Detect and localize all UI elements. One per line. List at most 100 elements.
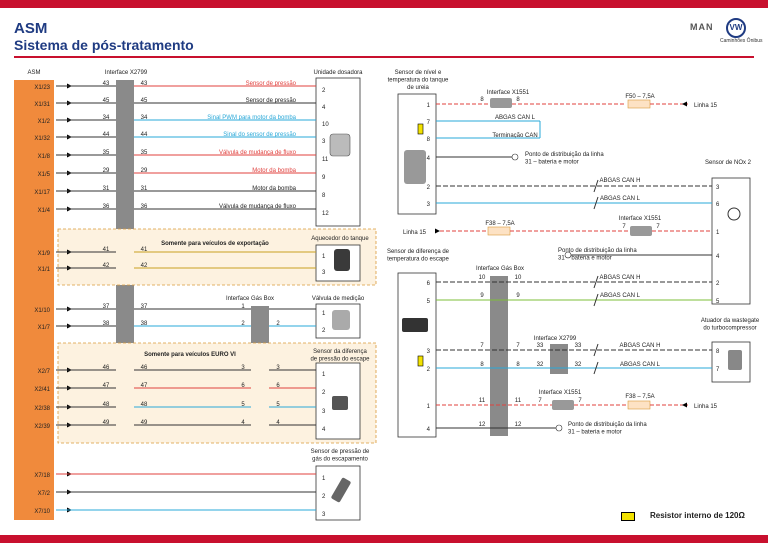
wire-number: 11: [515, 398, 522, 404]
wire-number: 34: [141, 115, 148, 121]
wire-number: 7: [516, 343, 520, 349]
exhaust-pressure-sensor-icon: [331, 477, 351, 503]
terminal-number: 3: [322, 512, 326, 518]
urea-sensor-icon: [404, 150, 426, 184]
wire-number: 41: [103, 247, 110, 253]
fuse-f38-label: F38 – 7,5A: [625, 394, 654, 400]
terminal-number: 1: [322, 254, 326, 260]
wire-number: 12: [515, 422, 522, 428]
metering-valve-icon: [332, 310, 350, 330]
wire-number: 8: [516, 97, 520, 103]
wire: [593, 293, 599, 307]
wire-number: 6: [276, 383, 280, 389]
terminal-number: 2: [322, 494, 326, 500]
can-label: ABGAS CAN L: [620, 362, 661, 368]
line15-label: Linha 15: [694, 103, 718, 109]
terminal-number: 2: [427, 185, 431, 191]
top-accent-bar: [0, 0, 768, 8]
wire-number: 11: [479, 398, 486, 404]
urea-sensor-label: de ureia: [407, 85, 429, 91]
pin-label: X7/18: [34, 473, 50, 479]
interface-x1551-connector: [490, 98, 512, 108]
pin-label: X2/7: [38, 369, 51, 375]
wire-number: 31: [141, 186, 148, 192]
pin-label: X1/1: [38, 267, 51, 273]
signal-label: Válvula de mudança de fluxo: [219, 204, 297, 210]
gasbox-interface-label: Interface Gás Box: [226, 296, 274, 302]
interface-x2799-label: Interface X2799: [534, 336, 577, 342]
terminal-number: 5: [427, 299, 431, 305]
pin-label: X7/10: [34, 509, 50, 515]
wire-number: 45: [141, 98, 148, 104]
wire-number: 48: [141, 402, 148, 408]
wire-number: 29: [141, 168, 148, 174]
wire-number: 1: [241, 304, 245, 310]
wire-number: 3: [276, 365, 280, 371]
interface-x1551-connector: [630, 226, 652, 236]
wire-number: 44: [141, 132, 148, 138]
wire-number: 45: [103, 98, 110, 104]
diff-pressure-sensor-label: de pressão do escape: [310, 357, 370, 363]
wire-number: 34: [103, 115, 110, 121]
wire-number: 9: [516, 293, 520, 299]
wire-number: 46: [141, 365, 148, 371]
pin-label: X1/5: [38, 172, 51, 178]
ground-point-icon: [511, 153, 519, 161]
interface-gasbox-label: Interface Gás Box: [476, 266, 524, 272]
resistor-legend-icon: [621, 512, 635, 521]
wastegate-actuator-label: do turbocompressor: [703, 326, 756, 332]
fuse-icon: [627, 400, 651, 410]
ground-point-label: 31 – bateria e motor: [568, 430, 622, 436]
fuse-icon: [627, 99, 651, 109]
terminal-number: 2: [322, 390, 326, 396]
terminal-number: 8: [716, 349, 720, 355]
terminal-number: 2: [427, 367, 431, 373]
terminal-number: 3: [427, 202, 431, 208]
brand-logo: MAN: [690, 22, 714, 32]
wire: [593, 179, 599, 193]
terminal-number: 8: [427, 137, 431, 143]
ground-point-label: Ponto de distribuição da linha: [525, 152, 604, 158]
interface-x2799-connector: [550, 344, 568, 374]
wire-number: 8: [480, 97, 484, 103]
wire-number: 3: [241, 365, 245, 371]
wire-number: 8: [516, 362, 520, 368]
ground-point-label: Ponto de distribuição da linha: [568, 422, 647, 428]
terminal-number: 3: [322, 409, 326, 415]
pin-label: X2/41: [34, 387, 50, 393]
wire: [593, 343, 599, 357]
interface-x2799-label: Interface X2799: [105, 70, 148, 76]
wire-number: 43: [103, 81, 110, 87]
wire-number: 10: [479, 275, 486, 281]
wire-number: 4: [241, 420, 245, 426]
wire-number: 8: [480, 362, 484, 368]
terminal-number: 12: [322, 211, 329, 217]
wire-number: 2: [241, 321, 245, 327]
wire-number: 5: [276, 402, 280, 408]
terminal-number: 1: [322, 311, 326, 317]
wire-number: 43: [141, 81, 148, 87]
asm-label: ASM: [27, 70, 40, 76]
signal-label: Sensor de pressão: [246, 98, 297, 104]
terminal-number: 6: [716, 202, 720, 208]
ground-point-label: 31 – bateria e motor: [558, 256, 612, 262]
wire-number: 7: [578, 398, 582, 404]
wire-number: 48: [103, 402, 110, 408]
page-subtitle: Sistema de pós-tratamento: [14, 37, 194, 53]
terminal-number: 5: [716, 299, 720, 305]
pin-label: X2/38: [34, 406, 50, 412]
pin-label: X1/8: [38, 154, 51, 160]
terminal-number: 2: [322, 328, 326, 334]
brand-subtitle: Caminhões Ônibus: [720, 38, 763, 44]
wire-number: 31: [103, 186, 110, 192]
metering-valve-label: Válvula de medição: [312, 296, 365, 302]
exhaust-temp-sensor-icon: [402, 318, 428, 332]
terminal-number: 1: [322, 476, 326, 482]
dosing-unit-box: [315, 77, 361, 227]
urea-sensor-label: Sensor de nível e: [395, 70, 442, 76]
signal-label: Válvula de mudança de fluxo: [219, 150, 297, 156]
wire-number: 7: [622, 224, 626, 230]
arrow-icon: [435, 228, 440, 234]
fuse-f50-label: F50 – 7,5A: [625, 94, 654, 100]
